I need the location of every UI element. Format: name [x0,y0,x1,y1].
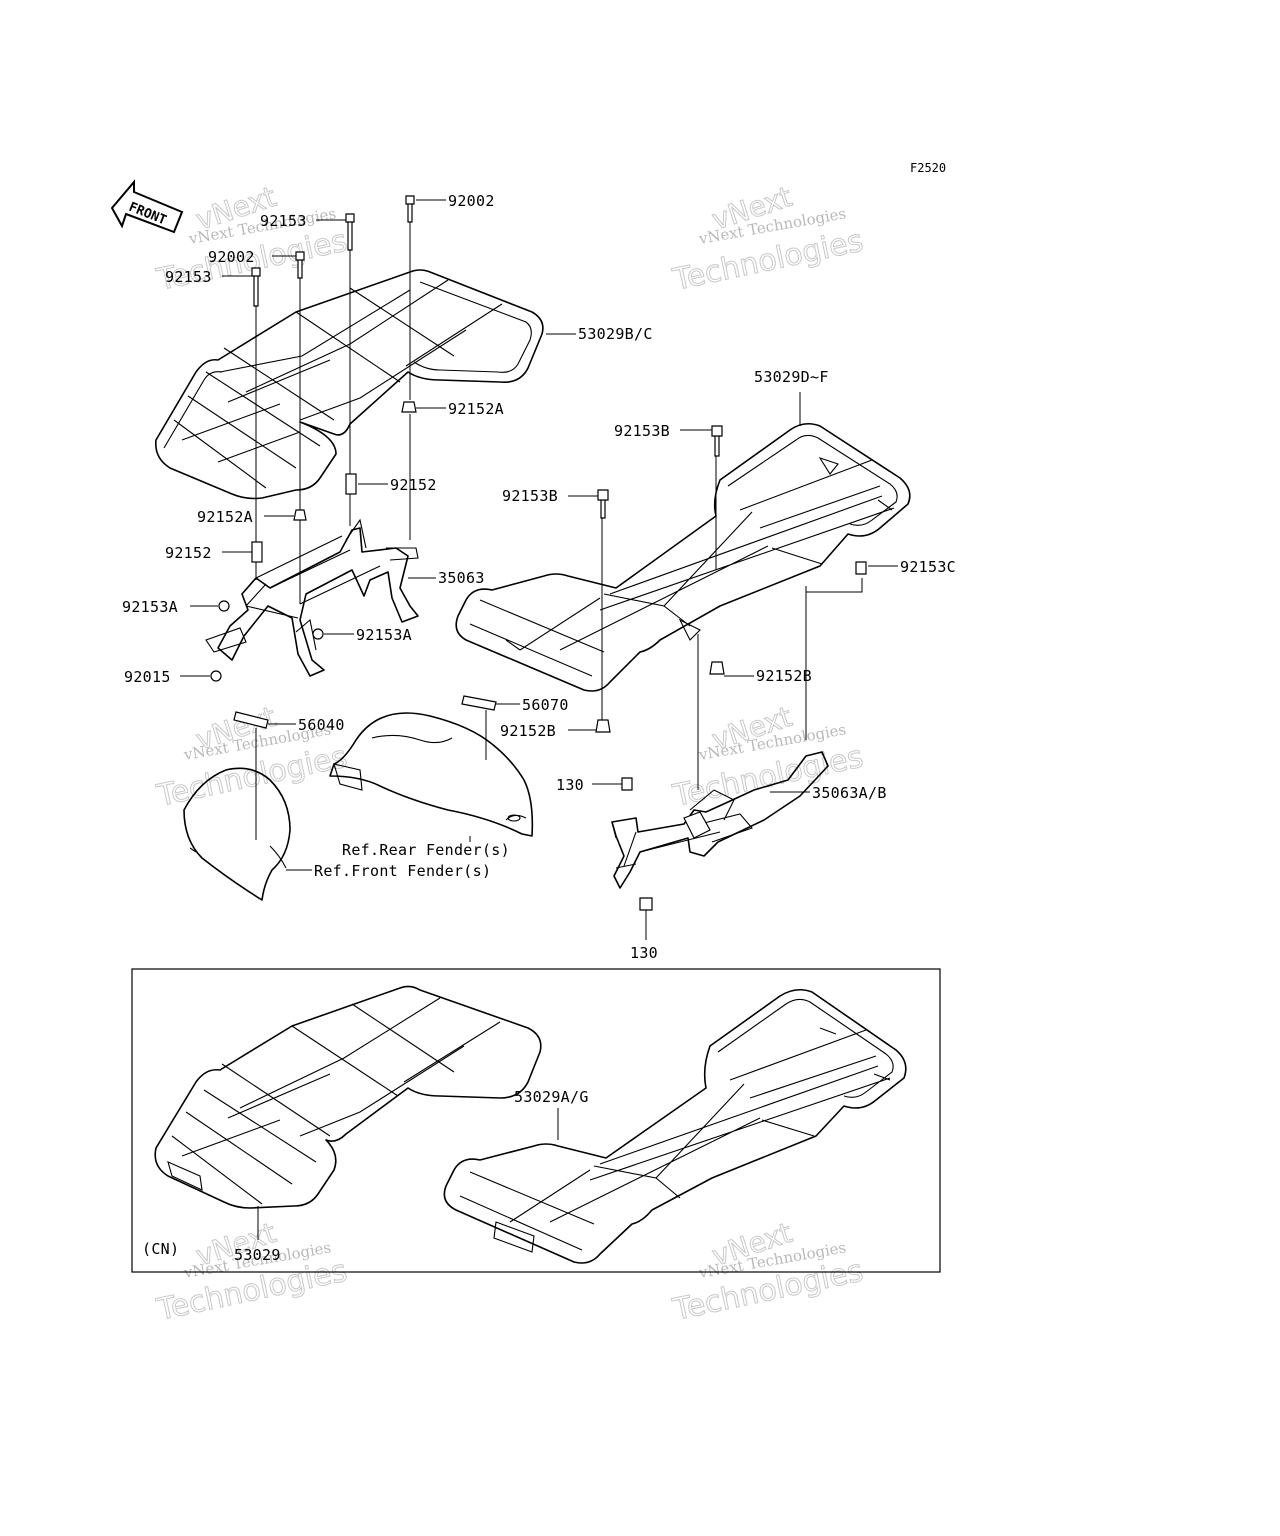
leader-lines [180,199,898,940]
label-92153a-left: 92153A [122,598,178,616]
bolt-92002-top [405,195,415,223]
label-92153c: 92153C [900,558,956,576]
label-92153b-top: 92153B [614,422,670,440]
label-92153a-right: 92153A [356,626,412,644]
front-fender-ref [183,767,291,901]
label-92152b-left: 92152B [500,722,556,740]
label-92153-left: 92153 [165,268,212,286]
bolt-130-top [621,777,633,791]
front-bracket-35063 [205,518,419,677]
label-92002-top: 92002 [448,192,495,210]
label-53029ag: 53029A/G [514,1088,589,1106]
collar-92152-right [345,473,357,495]
label-92152a-right: 92152A [448,400,504,418]
bolt-130-bottom [639,897,653,911]
label-ref-rear-fender: Ref.Rear Fender(s) [342,841,510,859]
label-53029: 53029 [234,1246,281,1264]
watermark: vNext Technologies vNext Technologies vN… [153,179,867,1328]
label-92002-mid: 92002 [208,248,255,266]
rear-bracket-35063ab [611,751,829,889]
collar-92152a-right [401,401,417,413]
label-cn: (CN) [142,1240,179,1258]
label-56070: 56070 [522,696,569,714]
bolt-92153-top [345,213,355,251]
label-35063ab: 35063A/B [812,784,887,802]
nut-92015 [210,670,222,682]
decal-56070 [461,695,497,711]
bolt-92002-mid [295,251,305,279]
diagram-code: F2520 [910,161,946,175]
label-130-top: 130 [556,776,584,794]
bolt-92153b-top [711,425,723,457]
collar-92152-left [251,541,263,563]
label-92153b-mid: 92153B [502,487,558,505]
bolt-92153-left [251,267,261,307]
bolt-92153a-left [218,600,230,612]
label-92152b-right: 92152B [756,667,812,685]
label-35063: 35063 [438,569,485,587]
cn-front-carrier-53029 [154,985,542,1209]
label-92153-top: 92153 [260,212,307,230]
collar-92152b-left [595,719,611,733]
label-92152-right: 92152 [390,476,437,494]
alignment-lines [255,222,863,790]
label-92152-left: 92152 [165,544,212,562]
label-53029bc: 53029B/C [578,325,653,343]
front-arrow-icon: FRONT [110,179,184,234]
collar-92152a-left [293,509,307,521]
decal-56040 [233,711,269,729]
bolt-92153a-right [312,628,324,640]
collar-92152b-right [709,661,725,675]
bolt-92153b-mid [597,489,609,519]
label-56040: 56040 [298,716,345,734]
rear-carrier-53029df [455,422,911,692]
cn-rear-carrier-53029ag [443,988,907,1264]
label-92015: 92015 [124,668,171,686]
bolt-92153c [855,561,867,575]
label-53029df: 53029D~F [754,368,829,386]
front-carrier-53029bc [154,269,544,500]
label-130-bottom: 130 [630,944,658,962]
label-92152a-left: 92152A [197,508,253,526]
rear-fender-ref [329,712,534,837]
label-ref-front-fender: Ref.Front Fender(s) [314,862,491,880]
cn-variant-box: (CN) 53029 53029A/G [131,968,941,1273]
